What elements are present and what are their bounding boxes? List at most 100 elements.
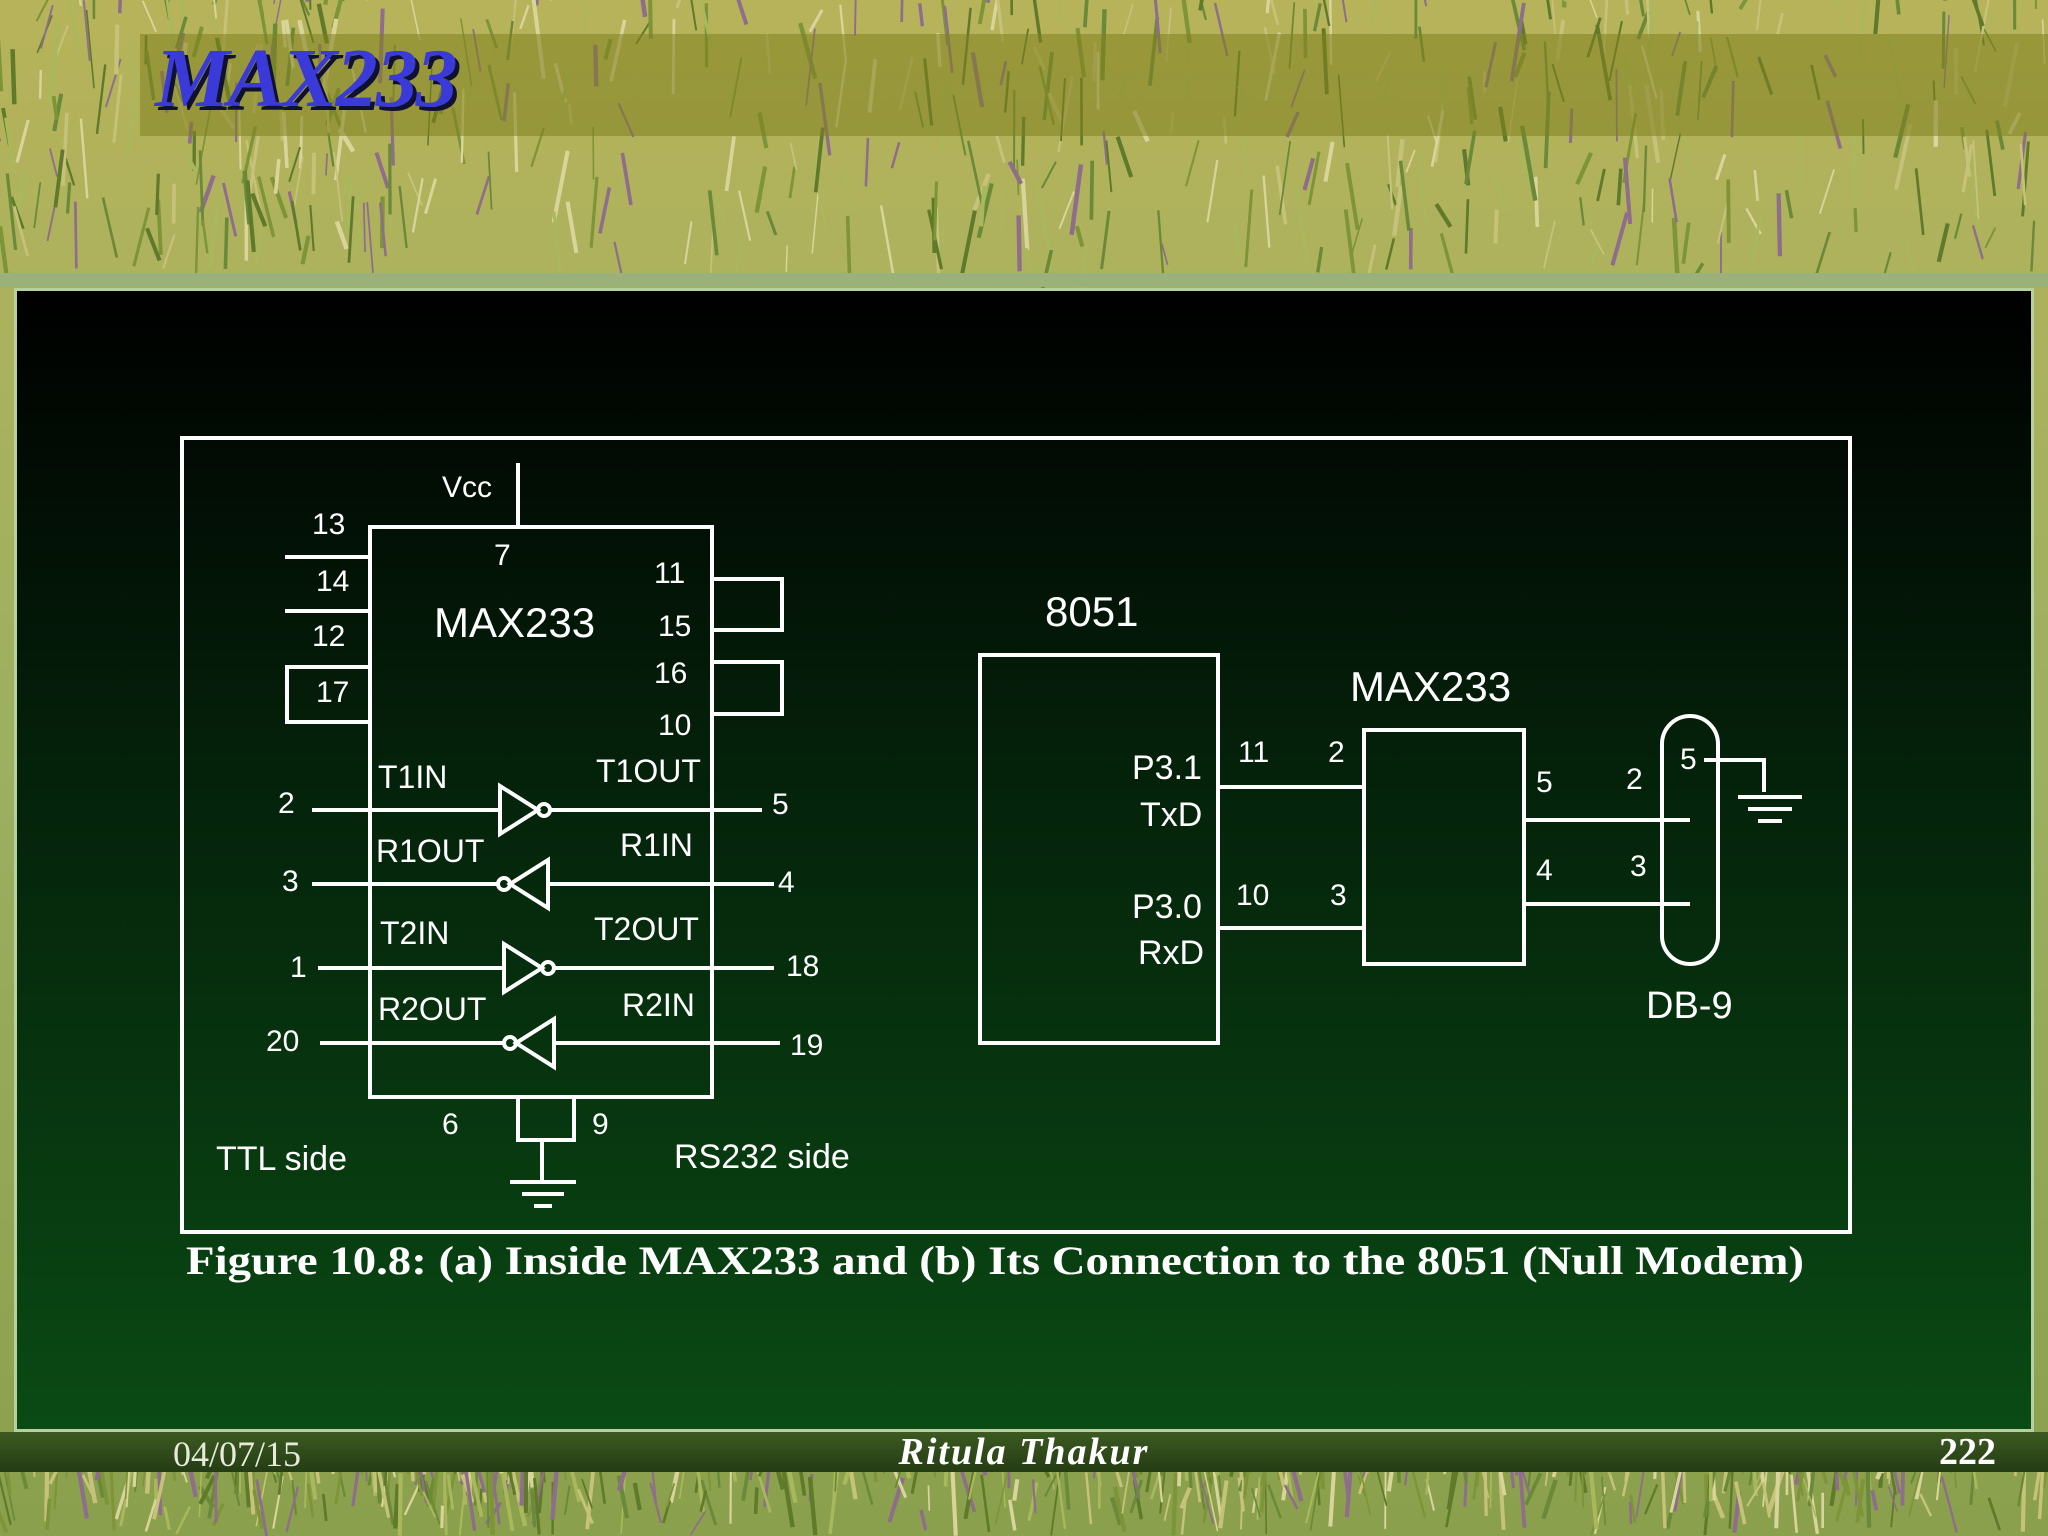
grass-blade [458, 1498, 465, 1536]
grass-blade [811, 161, 828, 230]
grass-blade [1870, 1489, 1879, 1511]
grass-blade [1986, 0, 1993, 25]
grass-blade [1251, 1487, 1261, 1518]
grass-blade [1533, 176, 1540, 227]
grass-blade [2019, 143, 2027, 206]
grass-blade [1642, 145, 1648, 213]
grass-blade [145, 227, 162, 262]
grass-blade [1601, 1476, 1607, 1526]
grass-blade [273, 159, 281, 194]
r2-receiver-bubble [502, 1035, 518, 1051]
vcc-label: Vcc [442, 471, 492, 504]
r2out-label: R2OUT [378, 991, 486, 1027]
db-pin2-label: 2 [1626, 763, 1643, 796]
grass-blade [1109, 1496, 1123, 1526]
grass-blade [48, 148, 58, 177]
grass-blade [738, 190, 752, 241]
grass-blade [640, 0, 648, 18]
grass-blade [533, 1477, 541, 1535]
grass-blade [960, 1471, 977, 1513]
grass-blade [1784, 189, 1794, 219]
grass-blade [1058, 191, 1075, 229]
grass-blade [79, 118, 89, 199]
pin1-label: 1 [290, 951, 307, 984]
grass-blade [424, 178, 438, 214]
grass-blade [35, 0, 49, 22]
grass-blade [352, 180, 367, 209]
grass-blade [1345, 162, 1360, 230]
grass-blade [789, 142, 798, 171]
grass-blade [52, 93, 64, 132]
grass-blade [349, 226, 366, 258]
grass-blade [255, 1478, 269, 1536]
grass-blade [285, 1486, 300, 1533]
grass-blade [81, 1474, 96, 1499]
grass-blade [1776, 12, 1784, 35]
r2in-label: R2IN [622, 987, 695, 1023]
grass-blade [1316, 246, 1324, 273]
grass-blade [585, 1467, 596, 1530]
grass-blade [1681, 222, 1691, 264]
grass-blade [565, 201, 579, 254]
ground-pins-wire [516, 1097, 576, 1180]
mcu-label: 8051 [1045, 588, 1138, 635]
grass-blade [1936, 222, 1950, 263]
grass-blade [252, 1489, 264, 1530]
t1-driver [498, 782, 542, 838]
grass-blade [1198, 0, 1204, 11]
rxd-label: RxD [1138, 934, 1204, 972]
r1in-label: R1IN [620, 827, 693, 863]
grass-blade [75, 0, 79, 11]
grass-blade [1074, 225, 1085, 248]
grass-blade [1391, 185, 1404, 237]
grass-blade [1031, 1479, 1037, 1514]
grass-blade [407, 172, 423, 206]
pin12-17-loop [285, 665, 370, 724]
grass-blade [1267, 1484, 1282, 1519]
grass-blade [1644, 1484, 1659, 1515]
grass-blade [53, 149, 65, 208]
grass-blade [1385, 238, 1396, 270]
ttl-side-label: TTL side [216, 1140, 347, 1178]
grass-blade [1968, 155, 1980, 232]
grass-blade [1776, 193, 1783, 257]
figure-frame [180, 436, 1852, 1234]
grass-blade [927, 1485, 931, 1511]
grass-blade [1837, 1471, 1852, 1496]
pin2-label: 2 [278, 787, 295, 820]
grass-blade [1008, 1499, 1017, 1531]
grass-blade [1123, 3, 1134, 35]
grass-blade [1790, 1474, 1799, 1533]
grass-blade [788, 166, 796, 199]
grass-blade [700, 1479, 718, 1526]
grass-blade [598, 187, 612, 234]
pin3-label: 3 [282, 865, 299, 898]
grass-blade [1750, 213, 1763, 262]
grass-blade [245, 180, 256, 253]
grass-blade [616, 1475, 630, 1519]
grass-blade [582, 0, 588, 37]
grass-blade [1589, 0, 1598, 19]
grass-blade [1971, 225, 1984, 260]
grass-blade [683, 221, 693, 265]
grass-blade [366, 201, 375, 276]
db-pin3-label: 3 [1630, 850, 1647, 883]
grass-blade [1398, 160, 1411, 231]
grass-blade [376, 1469, 391, 1519]
grass-blade [1815, 231, 1831, 276]
grass-blade [207, 194, 222, 268]
grass-blade [306, 1483, 315, 1518]
grass-blade [344, 0, 348, 10]
db9-label: DB-9 [1646, 985, 1733, 1027]
grass-blade [1232, 224, 1242, 259]
grass-blade [1745, 207, 1762, 235]
grass-blade [1738, 0, 1748, 11]
grass-blade [487, 151, 493, 210]
grass-blade [1262, 175, 1271, 248]
grass-blade [117, 0, 122, 14]
grass-blade [45, 1498, 52, 1530]
grass-blade [1714, 153, 1727, 181]
grass-blade [309, 204, 315, 252]
b-pin10-label: 10 [1236, 879, 1269, 912]
grass-blade [300, 0, 311, 16]
